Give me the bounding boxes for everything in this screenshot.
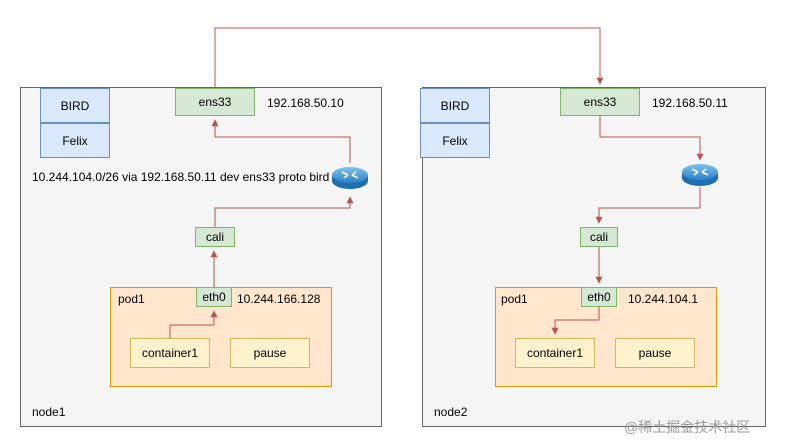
node2-label: node2	[434, 405, 468, 419]
node2-eth0-to-container	[551, 307, 600, 335]
node1-cali-to-router	[214, 196, 354, 227]
node1-ens33-ip: 192.168.50.10	[267, 96, 344, 110]
node1-cali: cali	[195, 227, 235, 247]
node2-eth0: eth0	[581, 287, 617, 307]
node2-felix-box: Felix	[420, 123, 490, 158]
node2-ens33-ip: 192.168.50.11	[652, 96, 728, 110]
node1-container1: container1	[130, 338, 210, 368]
node1-label: node1	[32, 405, 66, 419]
node1-pod-label: pod1	[118, 292, 145, 306]
node1-eth0-ip: 10.244.166.128	[237, 292, 321, 306]
node1-route-text: 10.244.104.0/26 via 192.168.50.11 dev en…	[32, 170, 330, 184]
node1-container-to-eth0	[169, 310, 218, 338]
node2-ens33: ens33	[560, 88, 640, 116]
node1-pause: pause	[230, 338, 310, 368]
node2-ens33-to-router	[599, 116, 704, 161]
node2-pod-label: pod1	[501, 292, 528, 306]
node2-pause: pause	[615, 338, 695, 368]
router-icon	[332, 167, 368, 189]
node1-router-to-ens33	[211, 119, 351, 163]
node1-eth0: eth0	[196, 287, 232, 307]
node1-felix-box: Felix	[40, 123, 110, 158]
inter-node-link	[214, 27, 604, 88]
watermark: @稀土掘金技术社区	[624, 419, 751, 435]
node1-bird-box: BIRD	[40, 88, 110, 123]
node2-eth0-ip: 10.244.104.1	[628, 292, 699, 306]
node2-router-to-cali	[595, 187, 701, 224]
router-icon	[682, 164, 718, 186]
node1-ens33: ens33	[175, 88, 255, 116]
node2-bird-box: BIRD	[420, 88, 490, 123]
node2-container1: container1	[515, 338, 595, 368]
node2-cali: cali	[580, 227, 618, 247]
